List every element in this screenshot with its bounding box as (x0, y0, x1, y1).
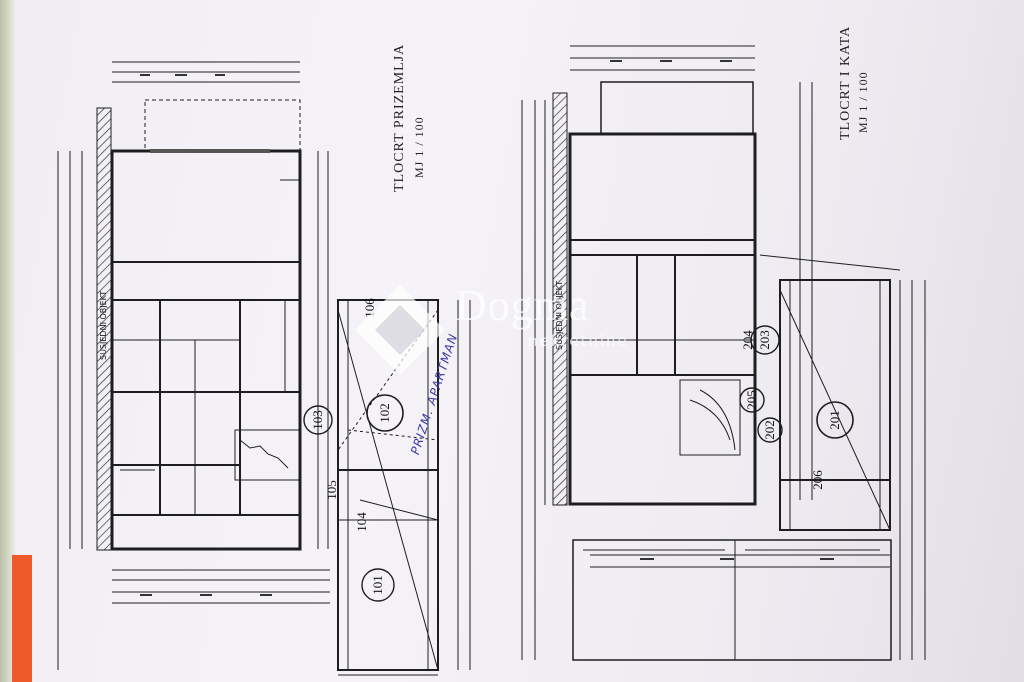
room-202: 202 (762, 420, 777, 440)
room-101: 101 (370, 575, 385, 595)
watermark-logo-icon (355, 285, 445, 375)
paper-edge (0, 0, 16, 682)
first-plan-title: TLOCRT I KATA (838, 25, 853, 140)
room-103: 103 (310, 410, 325, 430)
neighbour-wall-right (552, 92, 568, 506)
watermark-sub: nekretnine (528, 332, 629, 350)
accent-strip (12, 555, 32, 682)
room-201: 201 (827, 410, 842, 430)
watermark: Dogma nekretnine (350, 280, 680, 390)
neighbour-label-left: SUSJEDNI OBJEKT (99, 290, 108, 360)
ground-plan-title: TLOCRT PRIZEMLJA (392, 43, 407, 192)
room-205: 205 (744, 390, 759, 410)
room-105: 105 (324, 480, 339, 500)
watermark-brand: Dogma (455, 281, 590, 330)
room-204: 204 (740, 330, 755, 350)
room-206: 206 (810, 470, 825, 490)
ground-plan-scale: MJ 1 / 100 (412, 116, 426, 178)
room-104: 104 (354, 512, 369, 532)
room-203: 203 (757, 330, 772, 350)
first-plan-scale: MJ 1 / 100 (856, 71, 870, 133)
room-102: 102 (377, 403, 392, 423)
